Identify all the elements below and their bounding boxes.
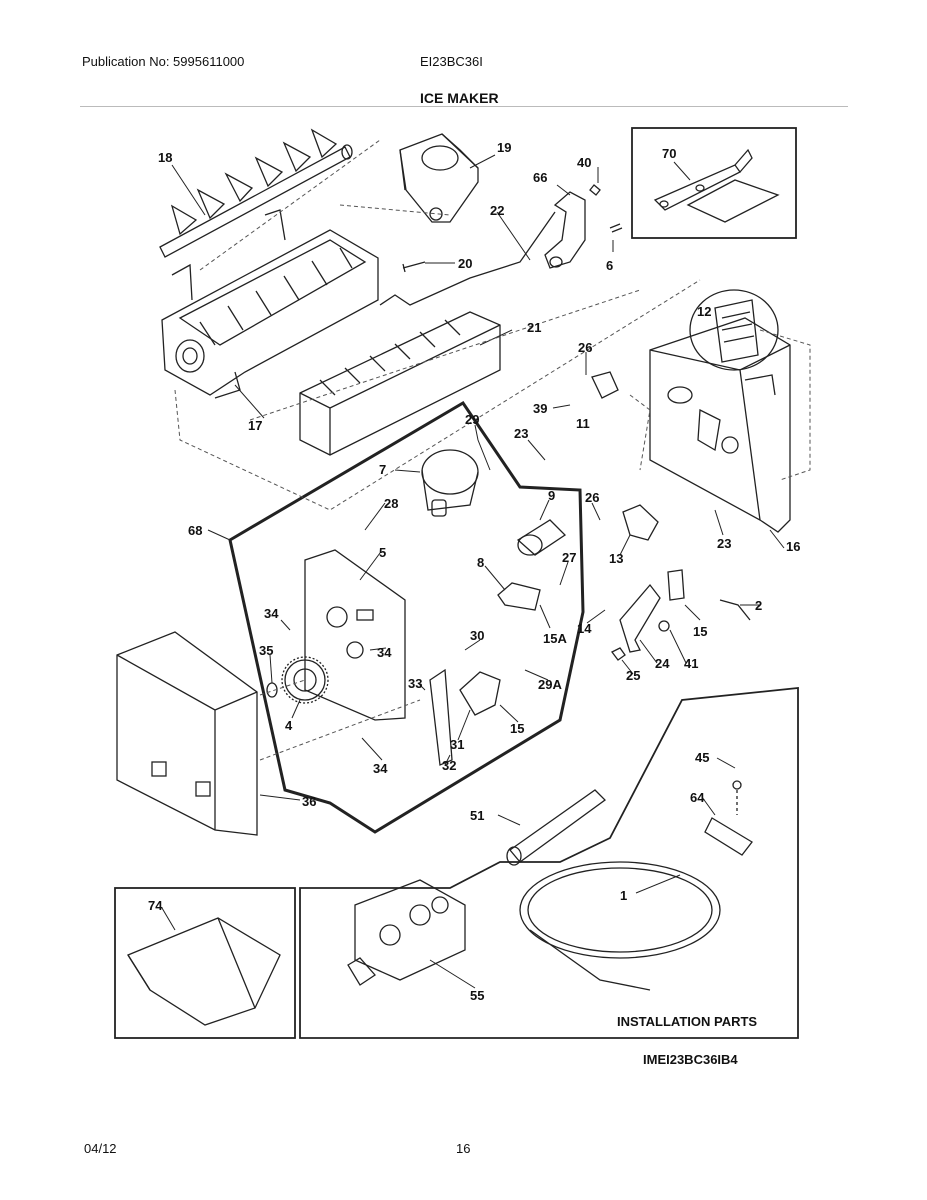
label-32: 32 — [442, 758, 456, 773]
label-40: 40 — [577, 155, 591, 170]
label-26a: 26 — [578, 340, 592, 355]
thermostat-13 — [622, 504, 659, 541]
container-inset-box — [114, 887, 296, 1039]
label-21: 21 — [527, 320, 541, 335]
label-9: 9 — [548, 488, 555, 503]
nut-40 — [589, 184, 601, 196]
mounting-plate-part — [304, 549, 406, 721]
harness-connector-part — [689, 289, 779, 371]
label-22: 22 — [490, 203, 504, 218]
model-number: EI23BC36I — [420, 54, 483, 69]
washer-41 — [658, 620, 670, 632]
bracket-32 — [429, 668, 453, 766]
label-1: 1 — [620, 888, 627, 903]
label-12: 12 — [697, 304, 711, 319]
screw-20 — [402, 261, 426, 273]
label-15c: 15 — [510, 721, 524, 736]
fill-cup-part — [399, 133, 479, 223]
label-30: 30 — [470, 628, 484, 643]
installation-parts-caption: INSTALLATION PARTS — [617, 1014, 757, 1029]
label-39: 39 — [533, 401, 547, 416]
label-29: 29 — [465, 412, 479, 427]
label-27: 27 — [562, 550, 576, 565]
label-7: 7 — [379, 462, 386, 477]
label-8: 8 — [477, 555, 484, 570]
label-28: 28 — [384, 496, 398, 511]
label-17: 17 — [248, 418, 262, 433]
label-24: 24 — [655, 656, 670, 671]
thermostat-part — [516, 519, 567, 556]
installation-parts-box — [299, 687, 799, 1039]
label-55: 55 — [470, 988, 484, 1003]
wire-2 — [719, 599, 751, 621]
label-70: 70 — [662, 146, 676, 161]
label-26b: 26 — [585, 490, 599, 505]
label-29a: 29A — [538, 677, 562, 692]
label-66: 66 — [533, 170, 547, 185]
label-34b: 34 — [377, 645, 392, 660]
water-valve-part — [347, 879, 466, 986]
label-14: 14 — [577, 621, 592, 636]
footer-date: 04/12 — [84, 1141, 117, 1156]
label-64: 64 — [690, 790, 705, 805]
fitting-part — [509, 789, 606, 863]
motor-part — [421, 449, 479, 517]
stripper-part — [299, 311, 501, 456]
label-23b: 23 — [717, 536, 731, 551]
label-45: 45 — [695, 750, 709, 765]
clip-11 — [591, 371, 619, 399]
bracket-inset-box — [631, 127, 797, 239]
label-19: 19 — [497, 140, 511, 155]
label-5: 5 — [379, 545, 386, 560]
screw-25 — [611, 647, 626, 661]
water-tube-part — [519, 861, 721, 991]
header-divider — [80, 106, 848, 107]
label-11: 11 — [576, 416, 590, 431]
label-51: 51 — [470, 808, 484, 823]
label-2: 2 — [755, 598, 762, 613]
figure-id: IMEI23BC36IB4 — [643, 1052, 738, 1067]
label-6: 6 — [606, 258, 613, 273]
fitting-end — [506, 846, 522, 866]
label-16: 16 — [786, 539, 800, 554]
screw-6 — [609, 223, 623, 233]
ejector-shaft-part — [159, 128, 353, 258]
label-20: 20 — [458, 256, 472, 271]
label-4: 4 — [285, 718, 293, 733]
label-23a: 23 — [514, 426, 528, 441]
footer-page-number: 16 — [456, 1141, 471, 1156]
switch-part — [497, 582, 541, 611]
clamp-part — [704, 817, 753, 856]
label-15b: 15 — [693, 624, 707, 639]
label-15a: 15A — [543, 631, 567, 646]
label-18: 18 — [158, 150, 172, 165]
cover-part — [116, 631, 258, 836]
label-35: 35 — [259, 643, 273, 658]
screw-45 — [732, 780, 742, 790]
housing-part — [649, 317, 791, 533]
ice-mold-part — [161, 209, 379, 399]
shutoff-arm-part — [379, 191, 586, 306]
page-title: ICE MAKER — [420, 90, 499, 106]
label-36: 36 — [302, 794, 316, 809]
label-13: 13 — [609, 551, 623, 566]
label-33: 33 — [408, 676, 422, 691]
publication-number: Publication No: 5995611000 — [82, 54, 245, 69]
lever-24 — [619, 583, 661, 653]
control-assembly-outline — [228, 400, 585, 834]
switch-31 — [459, 671, 501, 716]
label-31: 31 — [450, 737, 464, 752]
label-68: 68 — [188, 523, 202, 538]
label-74: 74 — [148, 898, 163, 913]
label-34c: 34 — [373, 761, 388, 776]
label-25: 25 — [626, 668, 640, 683]
switch-15 — [667, 569, 685, 601]
label-34a: 34 — [264, 606, 279, 621]
label-41: 41 — [684, 656, 698, 671]
timing-gear-part — [281, 656, 329, 704]
